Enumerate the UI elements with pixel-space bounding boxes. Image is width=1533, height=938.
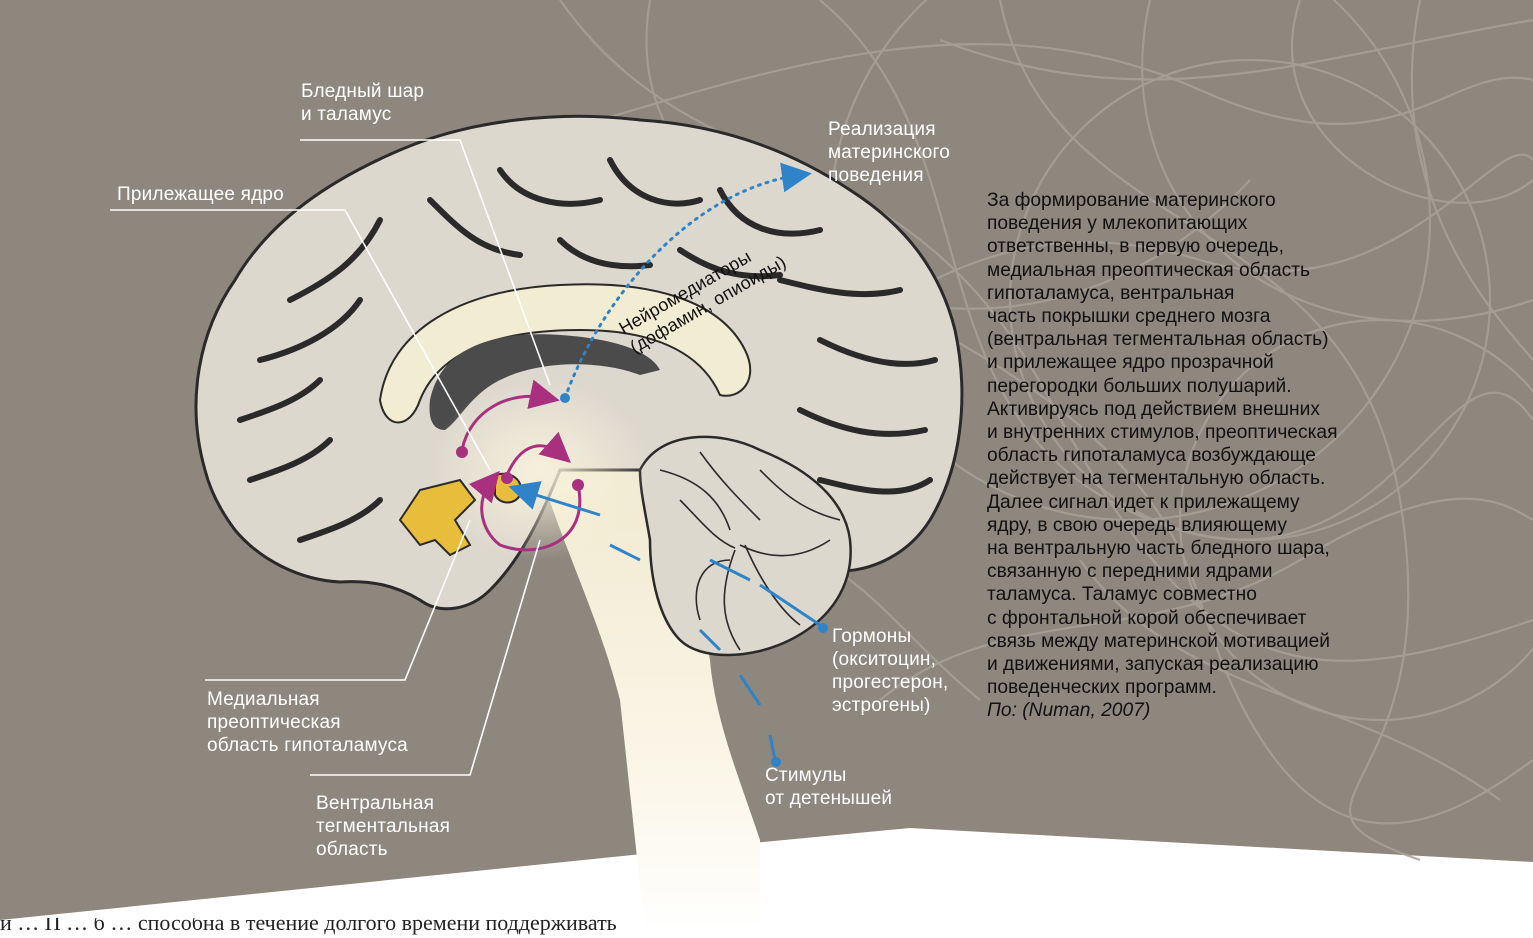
hormones-dot <box>818 623 828 633</box>
pathway-dot-mpoa <box>501 472 513 484</box>
label-globus-thalamus: Бледный шар и таламус <box>301 80 424 126</box>
neuromediator-dot <box>560 393 570 403</box>
label-stimuli: Стимулы от детенышей <box>765 764 892 810</box>
label-hormones: Гормоны (окситоцин, прогестерон, эстроге… <box>832 625 948 717</box>
pathway-dot-nucleus <box>456 446 468 458</box>
description-block: За формирование материнского поведения у… <box>987 189 1457 723</box>
description-text: За формирование материнского поведения у… <box>987 189 1457 699</box>
label-realization: Реализация материнского поведения <box>828 118 950 187</box>
bottom-text: й … П … б … способна в течение долгого в… <box>0 918 617 935</box>
pathway-dot-vta <box>572 479 584 491</box>
label-vta: Вентральная тегментальная область <box>316 792 450 861</box>
label-nucleus-accumbens: Прилежащее ядро <box>117 183 284 206</box>
label-mpoa: Медиальная преоптическая область гипотал… <box>207 688 408 757</box>
description-source: По: (Numan, 2007) <box>987 699 1457 722</box>
cut-off-page-text: й … П … б … способна в течение долгого в… <box>0 918 1533 938</box>
